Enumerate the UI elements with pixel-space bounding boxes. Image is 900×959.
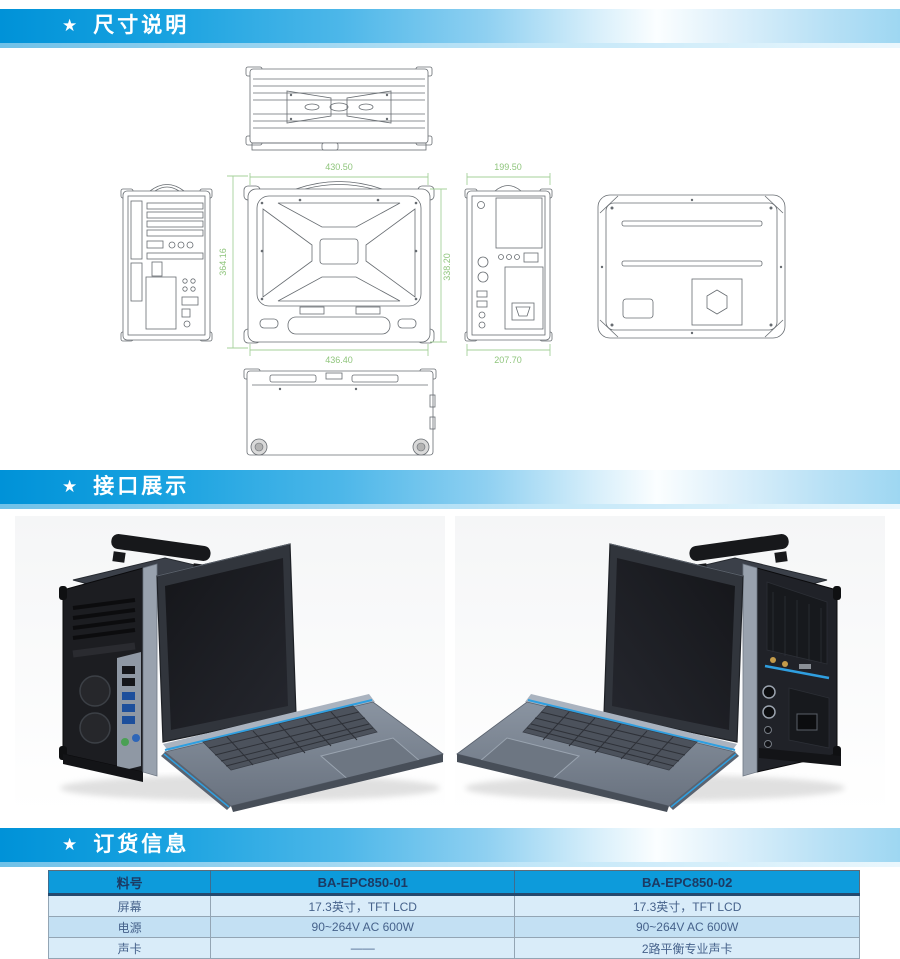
dim-side-width-bottom: 207.70	[494, 355, 522, 365]
col-header-part-number: 料号	[47, 870, 211, 896]
col-header-model-2: BA-EPC850-02	[514, 870, 860, 896]
dim-front-height-right: 338.20	[442, 253, 452, 281]
banner-underline	[0, 862, 900, 867]
banner-underline	[0, 43, 900, 48]
cell-value: 17.3英寸，TFT LCD	[210, 894, 516, 917]
front-view-dimensions: 430.50 436.40 364.16 338.20	[218, 162, 452, 365]
section-title-interfaces: 接口展示	[93, 475, 190, 498]
cell-value: ——	[210, 937, 516, 959]
top-view-drawing	[245, 66, 433, 151]
right-screen	[603, 543, 744, 743]
star-icon: ★	[62, 16, 78, 35]
row-label: 声卡	[47, 937, 212, 959]
banner-underline	[0, 504, 900, 509]
left-case	[59, 534, 234, 782]
side-view-dimensions: 199.50 207.70	[466, 162, 551, 365]
cell-value: 90~264V AC 600W	[514, 916, 860, 938]
table-row-soundcard: 声卡 —— 2路平衡专业声卡	[47, 937, 860, 959]
table-row-power: 电源 90~264V AC 600W 90~264V AC 600W	[47, 916, 860, 938]
lid-view-drawing	[597, 194, 786, 339]
row-label: 屏幕	[47, 894, 212, 917]
dim-front-height-left: 364.16	[218, 248, 228, 276]
cell-value: 17.3英寸，TFT LCD	[514, 894, 860, 917]
right-case	[666, 534, 841, 777]
left-keyboard-tray	[161, 694, 444, 812]
bottom-view-drawing	[243, 368, 437, 456]
star-icon: ★	[62, 477, 78, 496]
product-photo-left-view	[15, 516, 445, 814]
col-header-model-1: BA-EPC850-01	[210, 870, 515, 896]
right-keyboard-tray	[456, 694, 739, 812]
dim-front-width-top: 430.50	[325, 162, 353, 172]
section-header-ordering: ★ 订货信息	[0, 828, 900, 867]
cell-value: 2路平衡专业声卡	[514, 937, 860, 959]
ordering-table: 料号 BA-EPC850-01 BA-EPC850-02 屏幕 17.3英寸，T…	[47, 870, 860, 959]
section-title-ordering: 订货信息	[93, 833, 190, 856]
table-header-row: 料号 BA-EPC850-01 BA-EPC850-02	[47, 870, 860, 896]
dim-front-width-bottom: 436.40	[325, 355, 353, 365]
rear-view-drawing	[120, 184, 213, 342]
front-view-drawing	[243, 181, 435, 344]
section-header-interfaces: ★ 接口展示	[0, 470, 900, 509]
star-icon: ★	[62, 835, 78, 854]
product-photo-right-view	[455, 516, 885, 814]
left-screen	[156, 543, 297, 743]
row-label: 电源	[47, 916, 212, 938]
table-row-screen: 屏幕 17.3英寸，TFT LCD 17.3英寸，TFT LCD	[47, 894, 860, 917]
dimension-drawings: 430.50 436.40 364.16 338.20	[120, 66, 786, 456]
dim-side-width-top: 199.50	[494, 162, 522, 172]
cell-value: 90~264V AC 600W	[210, 916, 516, 938]
section-header-dimensions: ★ 尺寸说明	[0, 9, 900, 48]
section-title-dimensions: 尺寸说明	[93, 14, 190, 37]
side-view-drawing	[464, 185, 553, 342]
